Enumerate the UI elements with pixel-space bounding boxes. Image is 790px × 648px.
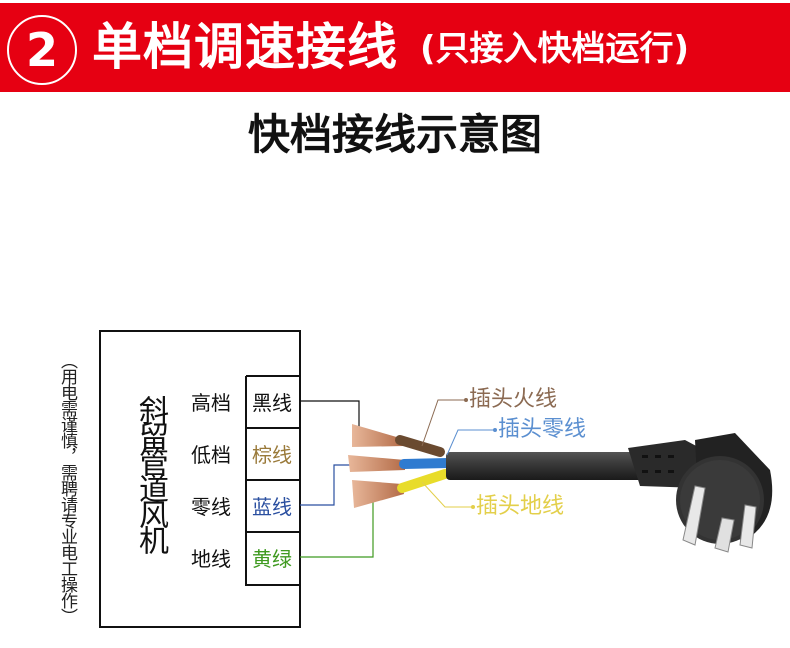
header-subtitle: (只接入快档运行) xyxy=(420,29,690,69)
plug-icon xyxy=(628,433,773,553)
copper-strand-mid xyxy=(348,455,405,472)
row-label-ground: 地线 xyxy=(191,547,231,571)
header-banner xyxy=(0,3,790,92)
header-title: 单档调速接线 xyxy=(92,18,398,76)
green-wire-line xyxy=(300,494,374,558)
plug-live-label: 插头火线 xyxy=(469,387,558,412)
step-number-badge: 2 xyxy=(7,15,77,85)
plug-ground-label: 插头地线 xyxy=(476,494,565,519)
blue-wire xyxy=(399,458,453,469)
copper-strand-bot xyxy=(352,480,404,508)
row-label-high: 高档 xyxy=(191,391,231,415)
terminal-brown-wire: 棕线 xyxy=(252,443,292,467)
yellow-wire xyxy=(397,469,450,493)
fan-name: 斜留管道风机 xyxy=(133,395,168,551)
safety-note: （用电需谨慎，需聘请专业电工操作） xyxy=(57,352,77,624)
terminal-black-wire: 黑线 xyxy=(252,391,292,415)
terminal-yellow-green-wire: 黄绿 xyxy=(252,547,292,571)
terminal-blue-wire: 蓝线 xyxy=(252,495,292,519)
power-cable xyxy=(446,452,646,480)
black-wire-line xyxy=(300,400,360,432)
copper-strand-top xyxy=(352,424,404,447)
row-label-low: 低档 xyxy=(191,443,231,467)
blue-wire-line xyxy=(300,464,361,506)
plug-neutral-label: 插头零线 xyxy=(498,417,587,442)
terminal-block xyxy=(245,375,300,586)
diagram-title: 快档接线示意图 xyxy=(247,110,542,159)
row-label-neutral: 零线 xyxy=(191,495,231,519)
brown-wire xyxy=(395,435,445,457)
